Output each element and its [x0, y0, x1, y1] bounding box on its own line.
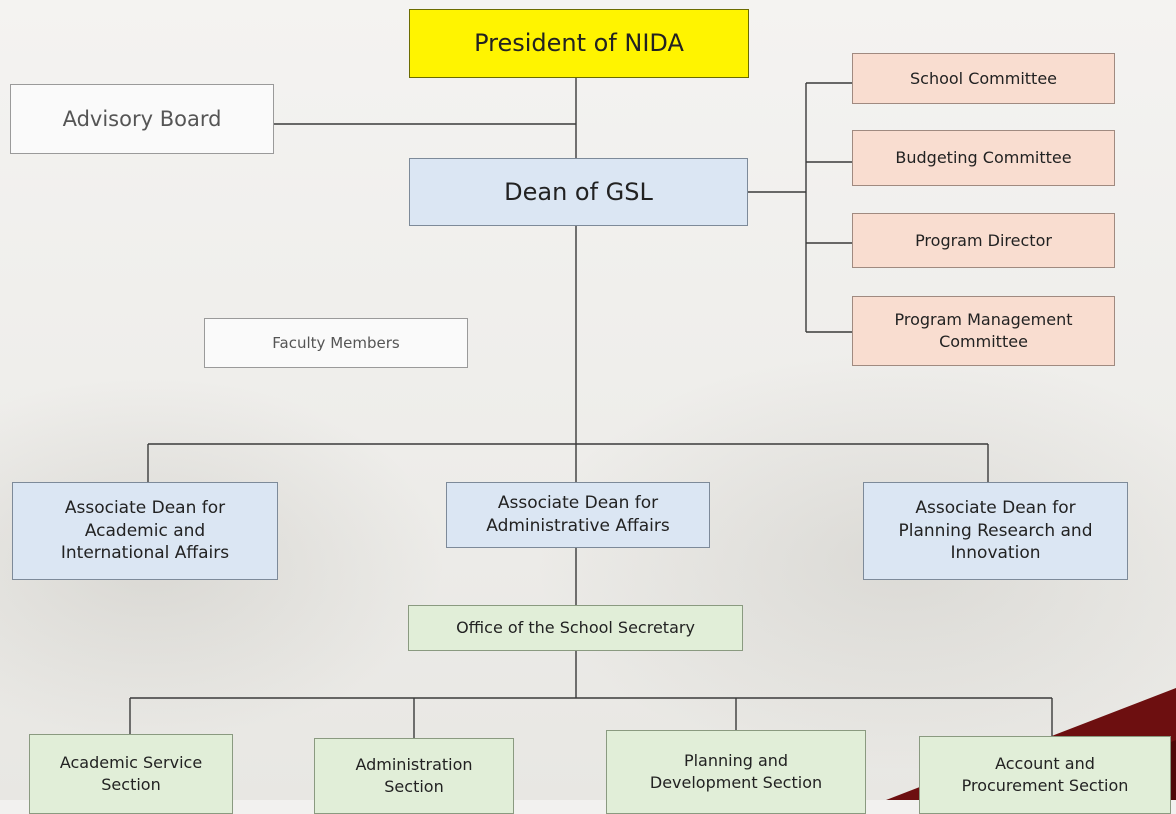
- office-secretary-box: Office of the School Secretary: [408, 605, 743, 651]
- dean-label: Dean of GSL: [504, 177, 653, 206]
- account-procurement-box: Account and Procurement Section: [919, 736, 1171, 814]
- school-committee-label: School Committee: [909, 68, 1057, 88]
- budgeting-committee-label: Budgeting Committee: [895, 148, 1072, 168]
- assoc-dean-admin-label: Associate Dean for Administrative Affair…: [486, 493, 670, 536]
- president-box: President of NIDA: [409, 9, 749, 78]
- program-management-committee-label: Program Management Committee: [894, 310, 1073, 351]
- assoc-dean-planning-box: Associate Dean for Planning Research and…: [863, 482, 1128, 580]
- faculty-members-box: Faculty Members: [204, 318, 468, 368]
- academic-service-box: Academic Service Section: [29, 734, 233, 814]
- planning-development-box: Planning and Development Section: [606, 730, 866, 814]
- administration-section-label: Administration Section: [355, 755, 473, 796]
- administration-section-box: Administration Section: [314, 738, 514, 814]
- advisory-board-label: Advisory Board: [62, 106, 222, 131]
- program-director-box: Program Director: [852, 213, 1115, 268]
- planning-development-label: Planning and Development Section: [649, 751, 823, 792]
- program-management-committee-box: Program Management Committee: [852, 296, 1115, 366]
- account-procurement-label: Account and Procurement Section: [961, 754, 1129, 795]
- assoc-dean-admin-box: Associate Dean for Administrative Affair…: [446, 482, 710, 548]
- faculty-members-label: Faculty Members: [272, 333, 400, 352]
- assoc-dean-planning-label: Associate Dean for Planning Research and…: [898, 497, 1093, 564]
- school-committee-box: School Committee: [852, 53, 1115, 104]
- program-director-label: Program Director: [915, 230, 1052, 250]
- office-secretary-label: Office of the School Secretary: [456, 618, 695, 638]
- academic-service-label: Academic Service Section: [59, 753, 203, 794]
- budgeting-committee-box: Budgeting Committee: [852, 130, 1115, 186]
- assoc-dean-academic-box: Associate Dean for Academic and Internat…: [12, 482, 278, 580]
- advisory-board-box: Advisory Board: [10, 84, 274, 154]
- assoc-dean-academic-label: Associate Dean for Academic and Internat…: [60, 497, 230, 564]
- president-label: President of NIDA: [474, 29, 684, 58]
- dean-box: Dean of GSL: [409, 158, 748, 226]
